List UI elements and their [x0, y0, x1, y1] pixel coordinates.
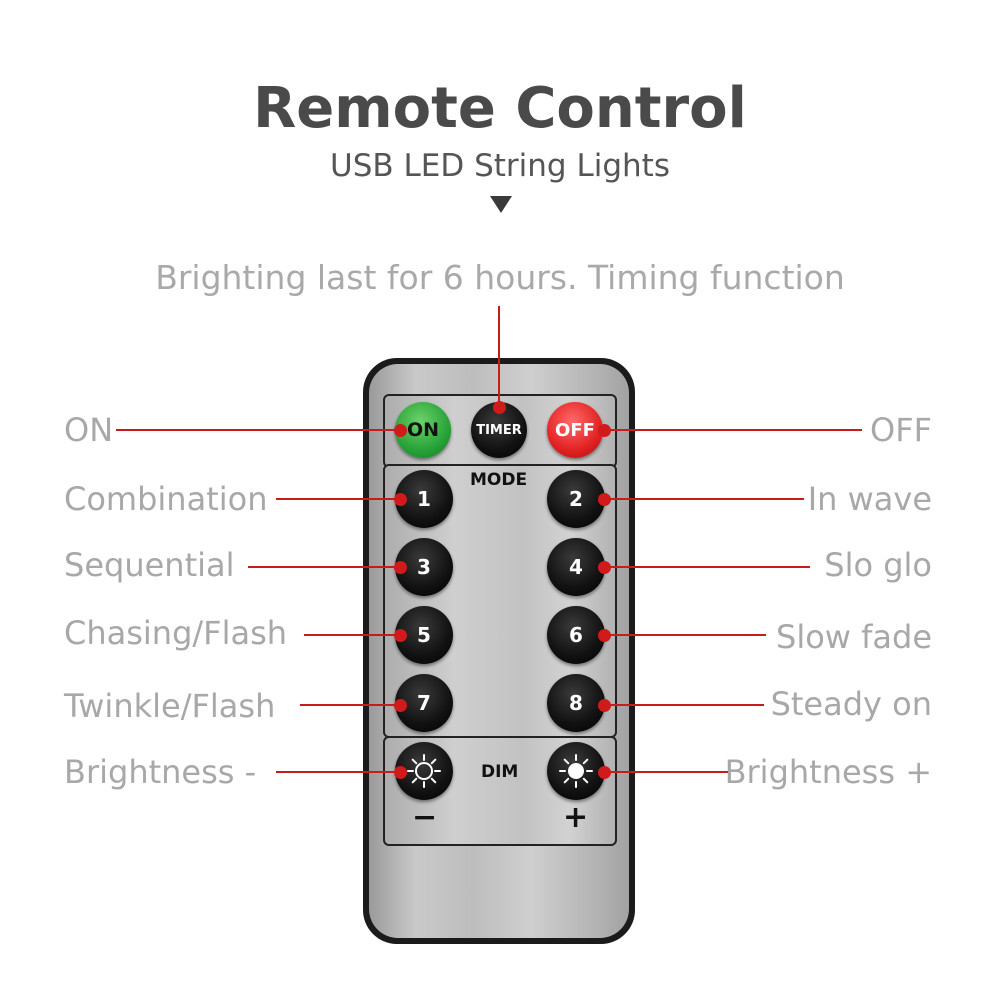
callout-dot-off — [598, 424, 611, 437]
callout-line-dim-down — [276, 771, 400, 773]
mode-label: MODE — [470, 470, 528, 490]
callout-dot-on — [394, 424, 407, 437]
mode-button-2[interactable]: 2 — [547, 470, 605, 528]
callout-line-6 — [604, 634, 766, 636]
mode-button-7-label: 7 — [417, 691, 431, 715]
callout-dot-2 — [598, 493, 611, 506]
mode-button-8-label: 8 — [569, 691, 583, 715]
mode-button-3-label: 3 — [417, 555, 431, 579]
timer-callout-line — [498, 306, 500, 408]
callout-line-2 — [604, 498, 804, 500]
callout-dot-4 — [598, 561, 611, 574]
page-subtitle: USB LED String Lights — [330, 148, 670, 184]
label-in-wave: In wave — [807, 480, 932, 518]
sun-filled-icon — [559, 754, 593, 788]
label-combination: Combination — [64, 480, 268, 518]
callout-dot-dim-up — [598, 766, 611, 779]
callout-dot-5 — [394, 629, 407, 642]
callout-dot-dim-down — [394, 766, 407, 779]
minus-sign: − — [412, 800, 438, 835]
callout-line-5 — [304, 634, 400, 636]
callout-dot-8 — [598, 699, 611, 712]
dim-up-button[interactable] — [547, 742, 605, 800]
mode-button-6-label: 6 — [569, 623, 583, 647]
mode-button-6[interactable]: 6 — [547, 606, 605, 664]
callout-line-8 — [604, 704, 764, 706]
label-off: OFF — [870, 411, 932, 449]
label-steady-on: Steady on — [770, 685, 932, 723]
callout-line-1 — [276, 498, 400, 500]
plus-sign: + — [563, 800, 589, 835]
mode-button-8[interactable]: 8 — [547, 674, 605, 732]
callout-line-off — [604, 429, 862, 431]
mode-button-4[interactable]: 4 — [547, 538, 605, 596]
callout-line-7 — [300, 704, 400, 706]
timer-caption: Brighting last for 6 hours. Timing funct… — [155, 258, 845, 297]
down-arrow-icon — [490, 196, 512, 213]
callout-dot-6 — [598, 629, 611, 642]
callout-line-4 — [604, 566, 810, 568]
page-title: Remote Control — [253, 76, 747, 141]
label-twinkle-flash: Twinkle/Flash — [64, 687, 276, 725]
label-on: ON — [64, 411, 114, 449]
callout-dot-7 — [394, 699, 407, 712]
dim-label: DIM — [481, 762, 519, 782]
mode-button-4-label: 4 — [569, 555, 583, 579]
callout-dot-3 — [394, 561, 407, 574]
label-brightness-down: Brightness - — [64, 753, 257, 791]
on-button-label: ON — [406, 419, 440, 441]
off-button-label: OFF — [555, 419, 595, 441]
off-button[interactable]: OFF — [547, 402, 603, 458]
label-chasing-flash: Chasing/Flash — [64, 614, 288, 652]
label-slow-fade: Slow fade — [776, 618, 932, 656]
label-sequential: Sequential — [64, 546, 235, 584]
timer-button-label: TIMER — [476, 422, 522, 438]
sun-outline-icon — [407, 754, 441, 788]
label-slo-glo: Slo glo — [824, 546, 932, 584]
callout-line-on — [116, 429, 400, 431]
callout-line-3 — [248, 566, 400, 568]
mode-button-2-label: 2 — [569, 487, 583, 511]
mode-button-5-label: 5 — [417, 623, 431, 647]
callout-dot-1 — [394, 493, 407, 506]
mode-button-1-label: 1 — [417, 487, 431, 511]
callout-line-dim-up — [604, 771, 728, 773]
timer-callout-dot — [493, 401, 506, 414]
label-brightness-up: Brightness + — [724, 753, 932, 791]
